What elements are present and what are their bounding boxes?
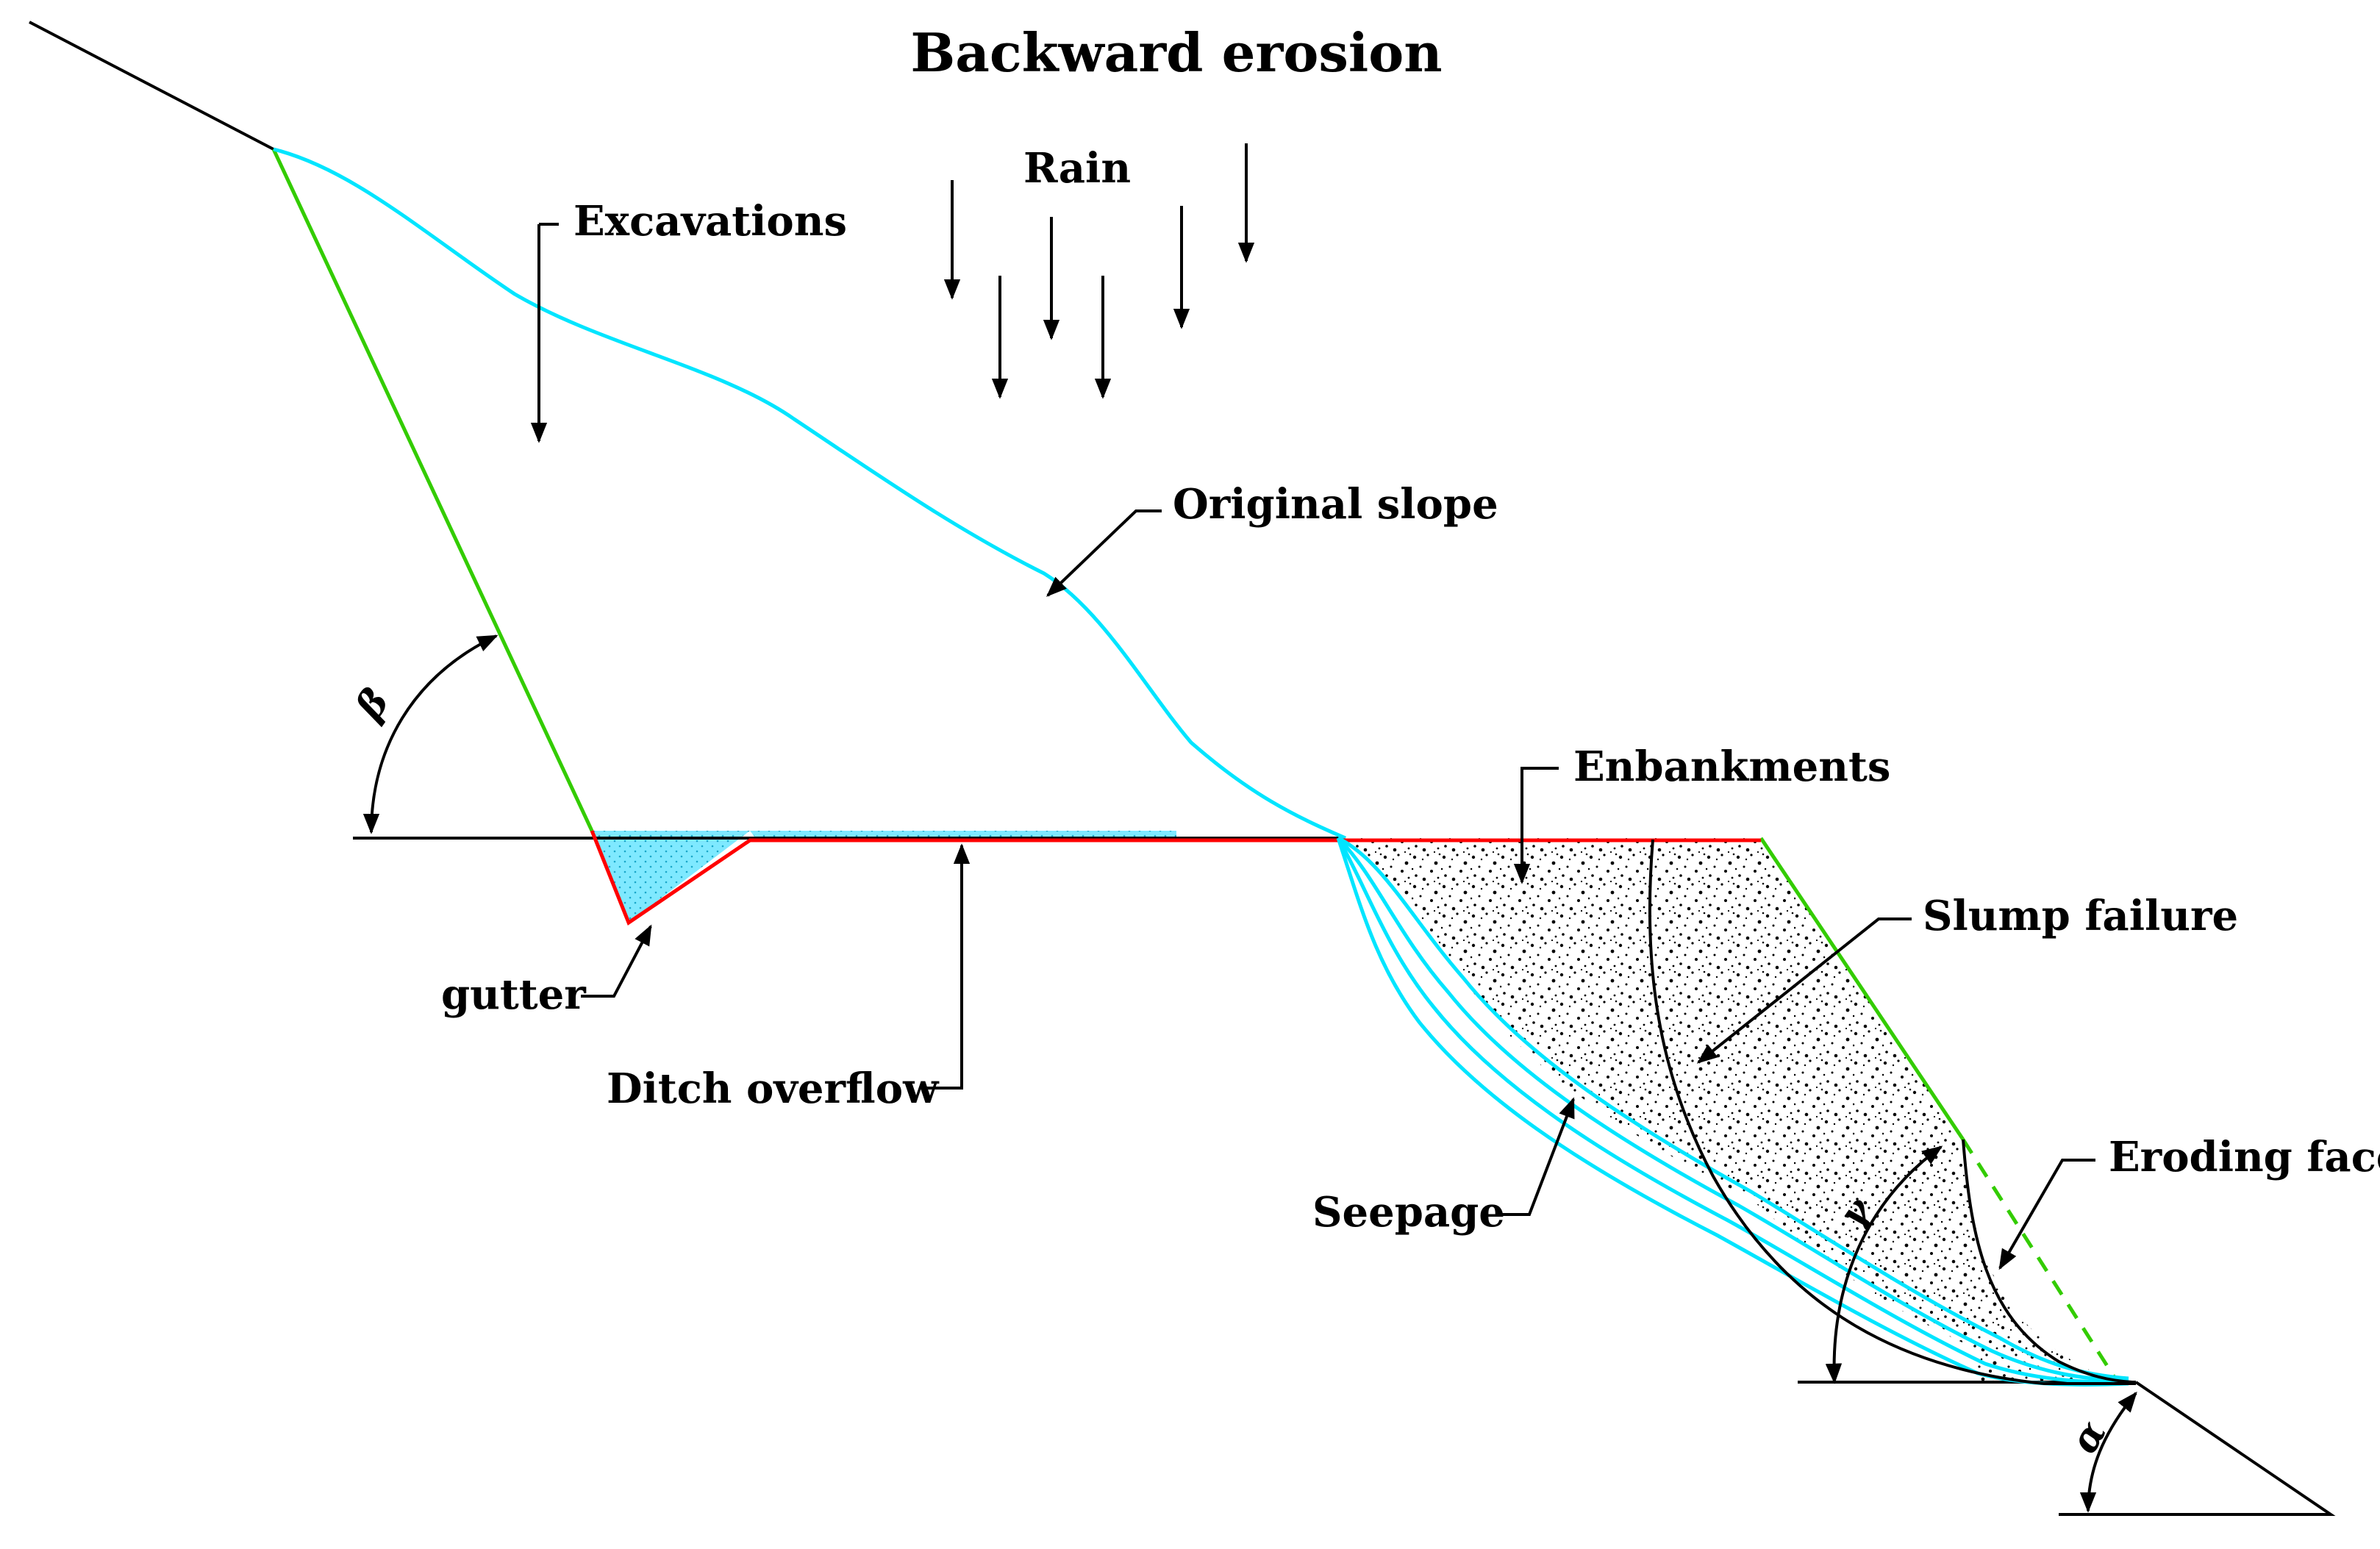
slump-failure-leader [1696, 917, 1912, 1064]
upper-ground-line [29, 21, 274, 151]
embankment-face-line [1759, 837, 1965, 1141]
original-slope-label: Original slope [1173, 480, 1498, 529]
seepage-label: Seepage [1312, 1188, 1505, 1237]
alpha-arc [2079, 1391, 2137, 1513]
slump-failure-label: Slump failure [1923, 892, 2238, 940]
slump-block [1963, 1140, 2118, 1382]
rain-arrows [943, 143, 1255, 399]
ditch-outline [590, 830, 1346, 926]
diagram-title: Backward erosion [910, 21, 1442, 84]
ditch-overflow-leader [926, 843, 971, 1090]
eroding-face-dashed-line [1961, 1138, 2120, 1384]
beta-arc [362, 634, 498, 834]
original-slope-leader [1046, 509, 1162, 597]
gutter-label: gutter [441, 970, 587, 1019]
excavations-label: Excavations [573, 197, 847, 246]
alpha-symbol: α [2062, 1413, 2115, 1461]
eroding-face-label: Eroding face [2109, 1133, 2380, 1181]
gutter-water [592, 831, 750, 923]
eroding-face-curve [1962, 1139, 2133, 1384]
seepage-lines [1336, 836, 2129, 1387]
enbankments-label: Enbankments [1573, 743, 1890, 791]
eroding-face-leader [1998, 1159, 2095, 1270]
seepage-leader [1496, 1097, 1575, 1216]
gutter-leader [581, 924, 652, 998]
toe-ground-line [2059, 1381, 2336, 1516]
gamma-arc [1825, 1145, 1943, 1384]
original-slope-line [273, 147, 1346, 840]
cut-slope-line [271, 148, 594, 832]
rain-label: Rain [1023, 144, 1131, 193]
beta-symbol: β [346, 681, 399, 729]
enbankments-leader [1513, 767, 1559, 884]
ditch-overflow-label: Ditch overflow [607, 1065, 940, 1113]
